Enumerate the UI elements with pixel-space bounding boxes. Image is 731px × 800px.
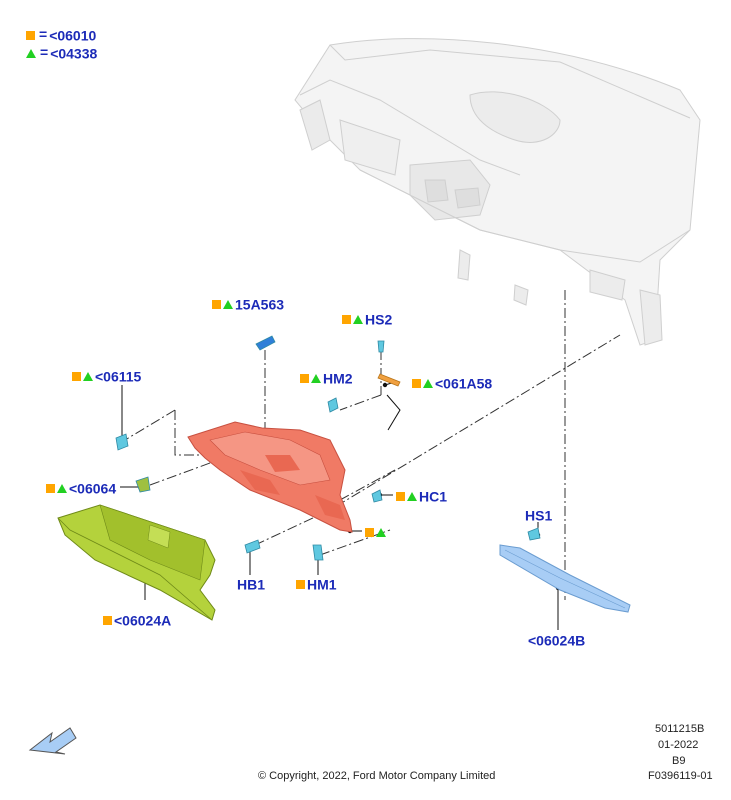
legend-square-text: <06010 bbox=[49, 27, 97, 44]
callout-061A58[interactable]: <061A58 bbox=[412, 374, 492, 391]
square-icon bbox=[26, 30, 35, 40]
part-061A58 bbox=[377, 373, 401, 387]
triangle-icon bbox=[423, 378, 433, 388]
square-icon bbox=[365, 527, 374, 537]
callout-06064[interactable]: <06064 bbox=[46, 479, 116, 496]
square-icon bbox=[72, 371, 81, 381]
trim-strip-part bbox=[499, 544, 631, 613]
legend-triangle-text: <04338 bbox=[50, 45, 98, 62]
instrument-panel bbox=[294, 38, 701, 346]
square-icon bbox=[412, 378, 421, 388]
legend-row-triangle: =<04338 bbox=[26, 44, 97, 61]
triangle-icon bbox=[83, 371, 93, 381]
triangle-icon bbox=[353, 314, 363, 324]
square-icon bbox=[212, 299, 221, 309]
fasteners bbox=[115, 335, 541, 561]
callout-15A563[interactable]: 15A563 bbox=[212, 295, 284, 312]
callout-06024B[interactable]: <06024B bbox=[528, 632, 586, 649]
callout-HS1[interactable]: HS1 bbox=[525, 507, 553, 524]
square-icon bbox=[300, 373, 309, 383]
square-icon bbox=[103, 615, 112, 625]
legend-row-square: =<06010 bbox=[26, 26, 96, 43]
figure-number: F0396119-01 bbox=[648, 770, 713, 782]
square-icon bbox=[46, 483, 55, 493]
doc-revision: B9 bbox=[672, 755, 686, 767]
callout-HM1[interactable]: HM1 bbox=[296, 575, 337, 592]
square-icon bbox=[296, 579, 305, 589]
doc-date: 01-2022 bbox=[658, 739, 699, 751]
copyright: © Copyright, 2022, Ford Motor Company Li… bbox=[258, 770, 496, 782]
callout-HS2[interactable]: HS2 bbox=[342, 310, 392, 327]
triangle-icon bbox=[407, 491, 417, 501]
callout-unlabeled[interactable] bbox=[365, 523, 388, 539]
glovebox-part bbox=[57, 504, 216, 621]
callout-06024A[interactable]: <06024A bbox=[103, 611, 171, 628]
direction-arrow-icon bbox=[28, 727, 77, 755]
triangle-icon bbox=[376, 527, 386, 537]
callout-HB1[interactable]: HB1 bbox=[237, 576, 266, 593]
triangle-icon bbox=[26, 48, 36, 58]
square-icon bbox=[342, 314, 351, 324]
callout-06115[interactable]: <06115 bbox=[72, 367, 141, 384]
square-icon bbox=[396, 491, 405, 501]
callout-HM2[interactable]: HM2 bbox=[300, 369, 353, 386]
triangle-icon bbox=[223, 299, 233, 309]
triangle-icon bbox=[57, 483, 67, 493]
triangle-icon bbox=[311, 373, 321, 383]
doc-code: 5011215B bbox=[655, 723, 705, 735]
callout-HC1[interactable]: HC1 bbox=[396, 487, 447, 504]
bracket-part bbox=[187, 421, 353, 533]
